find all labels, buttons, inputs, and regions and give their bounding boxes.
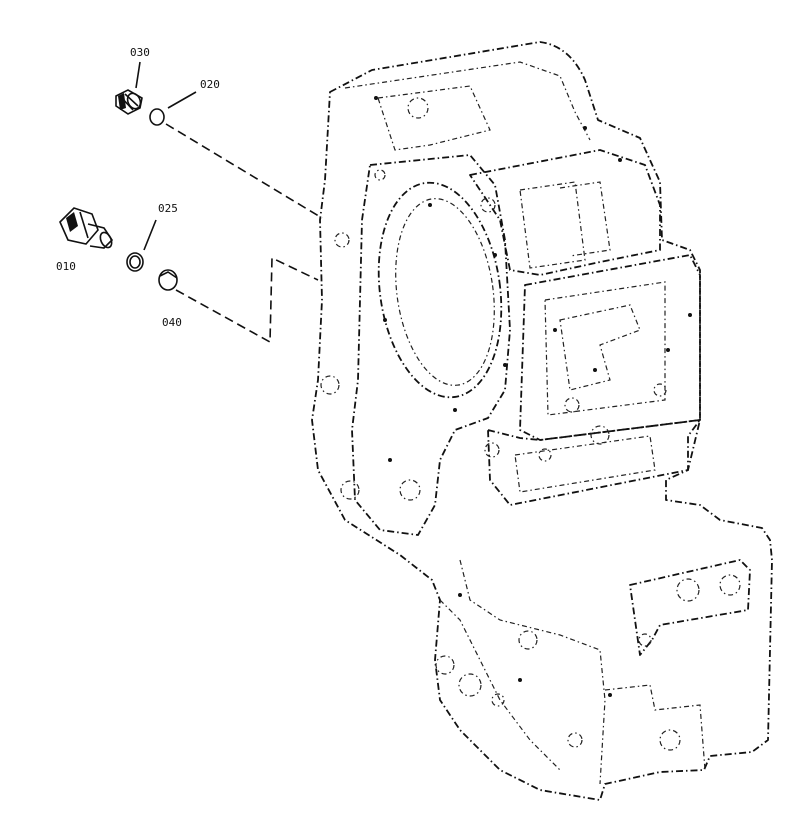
- callout-pointers: [135, 61, 197, 251]
- bolt-holes: [320, 97, 741, 751]
- housing-top-ridge: [344, 61, 591, 141]
- bottom-body-edge: [459, 559, 606, 785]
- callout-040: 040: [162, 316, 182, 329]
- right-bracket: [629, 559, 751, 656]
- callout-010: 010: [56, 260, 76, 273]
- lower-right-plate: [604, 684, 706, 771]
- housing-outline: [311, 41, 773, 801]
- bottom-body-edge-2: [439, 599, 561, 771]
- part-010-fitting: [59, 207, 114, 249]
- main-bore-inner: [395, 198, 495, 386]
- upper-valve-box: [469, 149, 661, 276]
- leader-lines: [165, 123, 323, 344]
- callout-020: 020: [200, 78, 220, 91]
- detail-dots: [374, 96, 692, 697]
- main-bore: [377, 181, 503, 399]
- lower-chamber: [487, 419, 701, 506]
- valve-body-inner: [544, 281, 666, 416]
- front-flange-plate: [351, 154, 511, 536]
- part-040-plug: [158, 269, 178, 291]
- valve-body-plate: [519, 254, 701, 441]
- lower-chamber-inner: [514, 435, 656, 493]
- part-025-seal-ring: [126, 252, 144, 272]
- transmission-housing: [311, 41, 773, 801]
- housing-top-inner: [377, 85, 491, 151]
- leader-020: [165, 123, 323, 219]
- upper-valve-slot: [519, 181, 586, 269]
- part-030-plug: [115, 89, 143, 115]
- callout-030: 030: [130, 46, 150, 59]
- upper-valve-slot-2: [559, 181, 611, 257]
- callout-025: 025: [158, 202, 178, 215]
- valve-body-channel: [559, 304, 641, 391]
- leader-040: [175, 256, 319, 344]
- part-020-seal-ring: [149, 108, 165, 126]
